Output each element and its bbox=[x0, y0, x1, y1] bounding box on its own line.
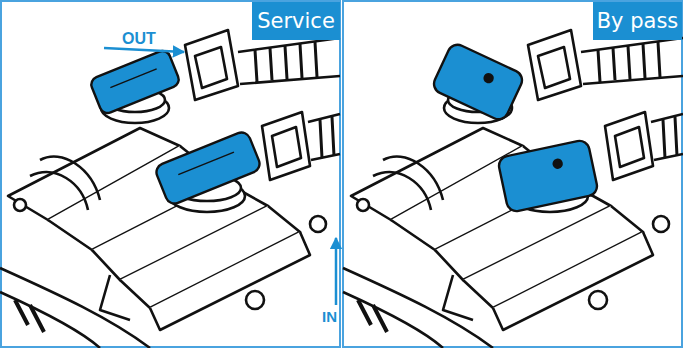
flow-label: OUT bbox=[122, 30, 156, 48]
header-text: Service bbox=[257, 9, 335, 33]
header-box: By pass bbox=[593, 2, 682, 40]
flow-arrow bbox=[335, 238, 338, 305]
flow-label: IN bbox=[322, 308, 337, 325]
flow-arrow bbox=[104, 48, 184, 52]
header-box: Service bbox=[252, 2, 340, 40]
header-text: By pass bbox=[597, 9, 679, 33]
panel-frame bbox=[343, 1, 682, 347]
bypass-handles bbox=[431, 42, 599, 213]
valve-body bbox=[0, 30, 340, 348]
valve-body bbox=[343, 30, 683, 348]
panel-frame bbox=[1, 1, 340, 347]
service-handles bbox=[89, 49, 262, 207]
